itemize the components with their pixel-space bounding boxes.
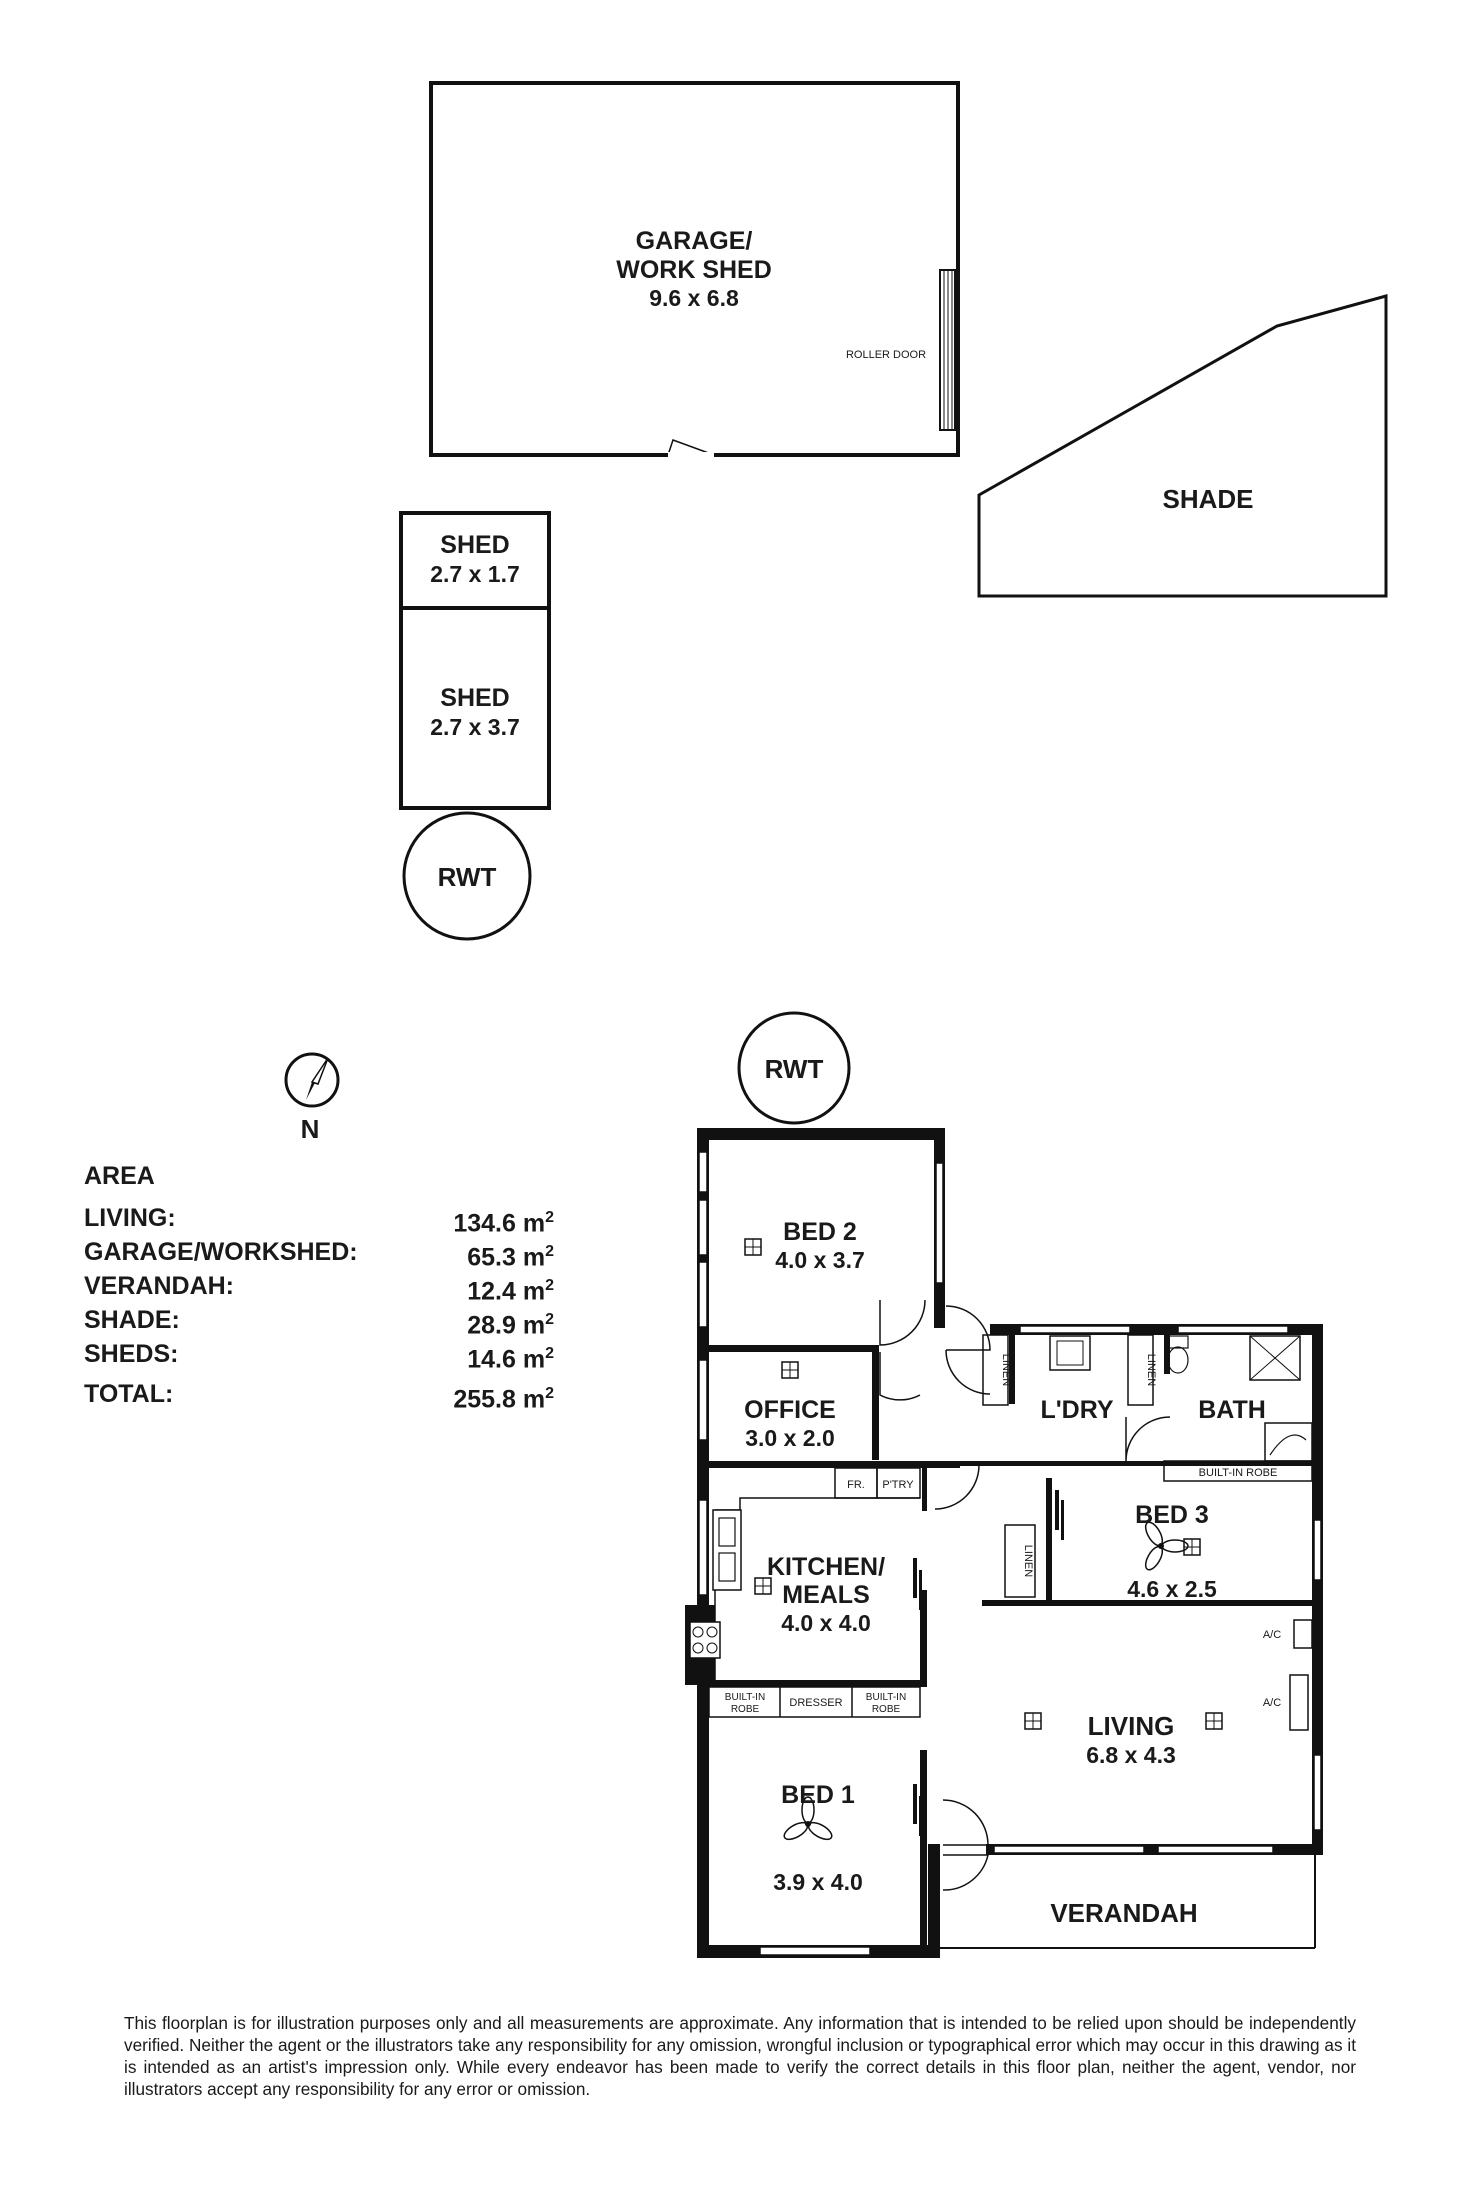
ceiling-fan-icon — [783, 1796, 833, 1841]
compass-north-label: N — [301, 1114, 320, 1144]
bed1-storage — [708, 1686, 921, 1718]
shed-large-label: SHED — [440, 684, 509, 712]
shed-small-label: SHED — [440, 531, 509, 559]
ceiling-fan-icon — [1144, 1521, 1189, 1571]
verandah — [938, 1855, 1316, 1949]
area-row: VERANDAH: 12.4 m2 — [84, 1269, 554, 1306]
laundry-label: L'DRY — [1040, 1396, 1113, 1424]
bed3-label: BED 3 — [1135, 1501, 1209, 1529]
light-fitting-icons — [744, 1238, 1223, 1730]
area-table: AREA LIVING: 134.6 m2 GARAGE/WORKSHED: 6… — [84, 1162, 554, 1414]
area-row-label: LIVING: — [84, 1204, 176, 1232]
bed3-robe-label: BUILT-IN ROBE — [1199, 1467, 1278, 1479]
area-row-value: 28.9 m2 — [467, 1311, 554, 1340]
area-row-label: SHEDS: — [84, 1340, 179, 1368]
fridge-label: FR. — [847, 1479, 865, 1491]
dresser-label: DRESSER — [789, 1697, 842, 1709]
area-title: AREA — [84, 1162, 155, 1190]
office-dimensions: 3.0 x 2.0 — [745, 1425, 835, 1451]
linen-label-bath: LINEN — [1145, 1354, 1157, 1386]
area-row-label: SHADE: — [84, 1306, 180, 1334]
office-label: OFFICE — [744, 1396, 836, 1424]
shade-label: SHADE — [1162, 484, 1253, 514]
bed2-label: BED 2 — [783, 1218, 857, 1246]
garage-dimensions: 9.6 x 6.8 — [649, 285, 739, 311]
area-row-label: GARAGE/WORKSHED: — [84, 1238, 358, 1266]
kitchen-dimensions: 4.0 x 4.0 — [781, 1610, 871, 1636]
rwt-label-1: RWT — [438, 862, 497, 892]
pantry-label: P'TRY — [882, 1479, 914, 1491]
area-row-value: 14.6 m2 — [467, 1345, 554, 1374]
verandah-label: VERANDAH — [1050, 1898, 1197, 1928]
house-walls — [685, 1128, 1323, 1958]
bed1-label: BED 1 — [781, 1781, 855, 1809]
living-label: LIVING — [1088, 1711, 1175, 1741]
area-row: SHADE: 28.9 m2 — [84, 1303, 554, 1340]
rwt-label-2: RWT — [765, 1054, 824, 1084]
area-row-value: 12.4 m2 — [467, 1277, 554, 1306]
area-row: SHEDS: 14.6 m2 — [84, 1337, 554, 1374]
roller-door-label: ROLLER DOOR — [846, 349, 926, 361]
linen-label-hall: LINEN — [1022, 1545, 1034, 1577]
linen-label-laundry: LINEN — [1000, 1354, 1012, 1386]
area-row-label: VERANDAH: — [84, 1272, 234, 1300]
kitchen-label-line2: MEALS — [782, 1581, 870, 1609]
bed1-robe-left-label-line2: ROBE — [731, 1704, 760, 1715]
garage-label-line2: WORK SHED — [616, 256, 772, 284]
area-total-value: 255.8 m2 — [453, 1385, 554, 1414]
kitchen-label: KITCHEN/ — [767, 1553, 885, 1581]
sheds — [399, 511, 551, 810]
bed1-robe-left-label: BUILT-IN — [725, 1692, 765, 1703]
bath-label: BATH — [1198, 1396, 1266, 1424]
shed-large-dimensions: 2.7 x 3.7 — [430, 714, 520, 740]
windows — [698, 1151, 1322, 1956]
garage-label: GARAGE/ — [636, 227, 753, 255]
area-row-value: 65.3 m2 — [467, 1243, 554, 1272]
rainwater-tank-1 — [402, 811, 532, 941]
area-total-label: TOTAL: — [84, 1380, 174, 1408]
area-total-row: TOTAL: 255.8 m2 — [84, 1377, 554, 1414]
air-conditioner-label-2: A/C — [1263, 1697, 1281, 1709]
compass-icon — [284, 1052, 340, 1108]
shade-area — [977, 294, 1388, 598]
bed1-robe-right-label: BUILT-IN — [866, 1692, 906, 1703]
area-row-value: 134.6 m2 — [453, 1209, 554, 1238]
disclaimer-text: This floorplan is for illustration purpo… — [124, 2013, 1356, 2099]
wet-area-fixtures — [982, 1334, 1313, 1731]
door-swings — [879, 1299, 1171, 1891]
bed2-dimensions: 4.0 x 3.7 — [775, 1247, 865, 1273]
sliding-doors — [913, 1490, 1064, 1836]
garage-building — [429, 81, 960, 458]
area-row: GARAGE/WORKSHED: 65.3 m2 — [84, 1235, 554, 1272]
air-conditioner-label-1: A/C — [1263, 1629, 1281, 1641]
rainwater-tank-2 — [737, 1011, 851, 1125]
kitchen-fixtures — [689, 1467, 921, 1680]
bed1-dimensions: 3.9 x 4.0 — [773, 1869, 863, 1895]
shed-small-dimensions: 2.7 x 1.7 — [430, 561, 520, 587]
bed3-dimensions: 4.6 x 2.5 — [1127, 1576, 1217, 1602]
area-row: LIVING: 134.6 m2 — [84, 1201, 554, 1238]
bed1-robe-right-label-line2: ROBE — [872, 1704, 901, 1715]
living-dimensions: 6.8 x 4.3 — [1086, 1742, 1176, 1768]
